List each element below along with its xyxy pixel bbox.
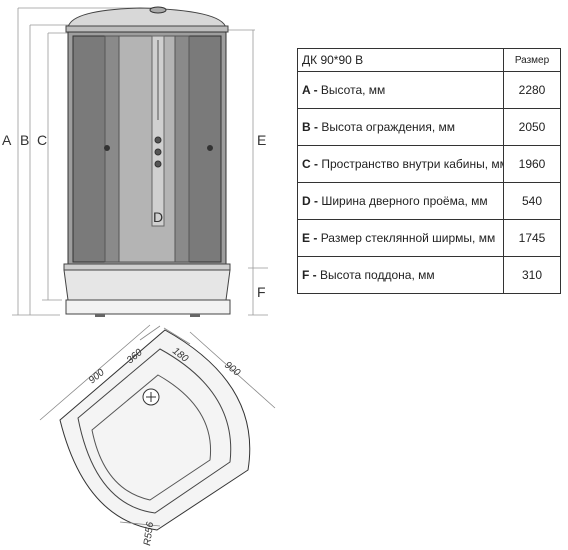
row-key: B bbox=[302, 120, 311, 134]
dim-label-e: E bbox=[257, 132, 266, 148]
dim-label-d: D bbox=[153, 209, 163, 225]
top-radius-label: R556 bbox=[142, 521, 156, 547]
table-row: F - Высота поддона, мм 310 bbox=[297, 256, 561, 294]
top-view bbox=[39, 324, 276, 531]
row-sep: - bbox=[310, 157, 322, 171]
row-label: Высота поддона, мм bbox=[320, 268, 435, 282]
dim-label-c: C bbox=[37, 132, 47, 148]
row-sep: - bbox=[310, 194, 322, 208]
table-row: E - Размер стеклянной ширмы, мм 1745 bbox=[297, 219, 561, 257]
table-row: B - Высота ограждения, мм 2050 bbox=[297, 108, 561, 146]
row-label: Пространство внутри кабины, мм bbox=[321, 157, 504, 171]
row-sep: - bbox=[310, 83, 321, 97]
table-header-row: ДК 90*90 В Размер bbox=[297, 48, 561, 72]
row-value: 1745 bbox=[503, 219, 561, 257]
table-row: A - Высота, мм 2280 bbox=[297, 71, 561, 109]
spec-table: ДК 90*90 В Размер A - Высота, мм 2280 B … bbox=[297, 48, 561, 294]
row-sep: - bbox=[309, 268, 321, 282]
row-label: Размер стеклянной ширмы, мм bbox=[320, 231, 496, 245]
dim-label-f: F bbox=[257, 284, 266, 300]
dim-label-a: A bbox=[2, 132, 12, 148]
row-key: E bbox=[302, 231, 311, 245]
row-value: 1960 bbox=[503, 145, 561, 183]
row-label: Высота, мм bbox=[320, 83, 386, 97]
table-row: D - Ширина дверного проёма, мм 540 bbox=[297, 182, 561, 220]
dim-label-b: B bbox=[20, 132, 29, 148]
table-row: C - Пространство внутри кабины, мм 1960 bbox=[297, 145, 561, 183]
row-value: 2280 bbox=[503, 71, 561, 109]
row-value: 2050 bbox=[503, 108, 561, 146]
side-view bbox=[12, 6, 268, 317]
size-header: Размер bbox=[503, 48, 561, 72]
row-sep: - bbox=[310, 231, 321, 245]
row-key: D bbox=[302, 194, 311, 208]
row-value: 310 bbox=[503, 256, 561, 294]
row-key: F bbox=[302, 268, 310, 282]
row-sep: - bbox=[310, 120, 322, 134]
row-key: A bbox=[302, 83, 311, 97]
row-label: Высота ограждения, мм bbox=[321, 120, 455, 134]
row-key: C bbox=[302, 157, 311, 171]
row-label: Ширина дверного проёма, мм bbox=[321, 194, 488, 208]
table-title: ДК 90*90 В bbox=[297, 48, 504, 72]
row-value: 540 bbox=[503, 182, 561, 220]
